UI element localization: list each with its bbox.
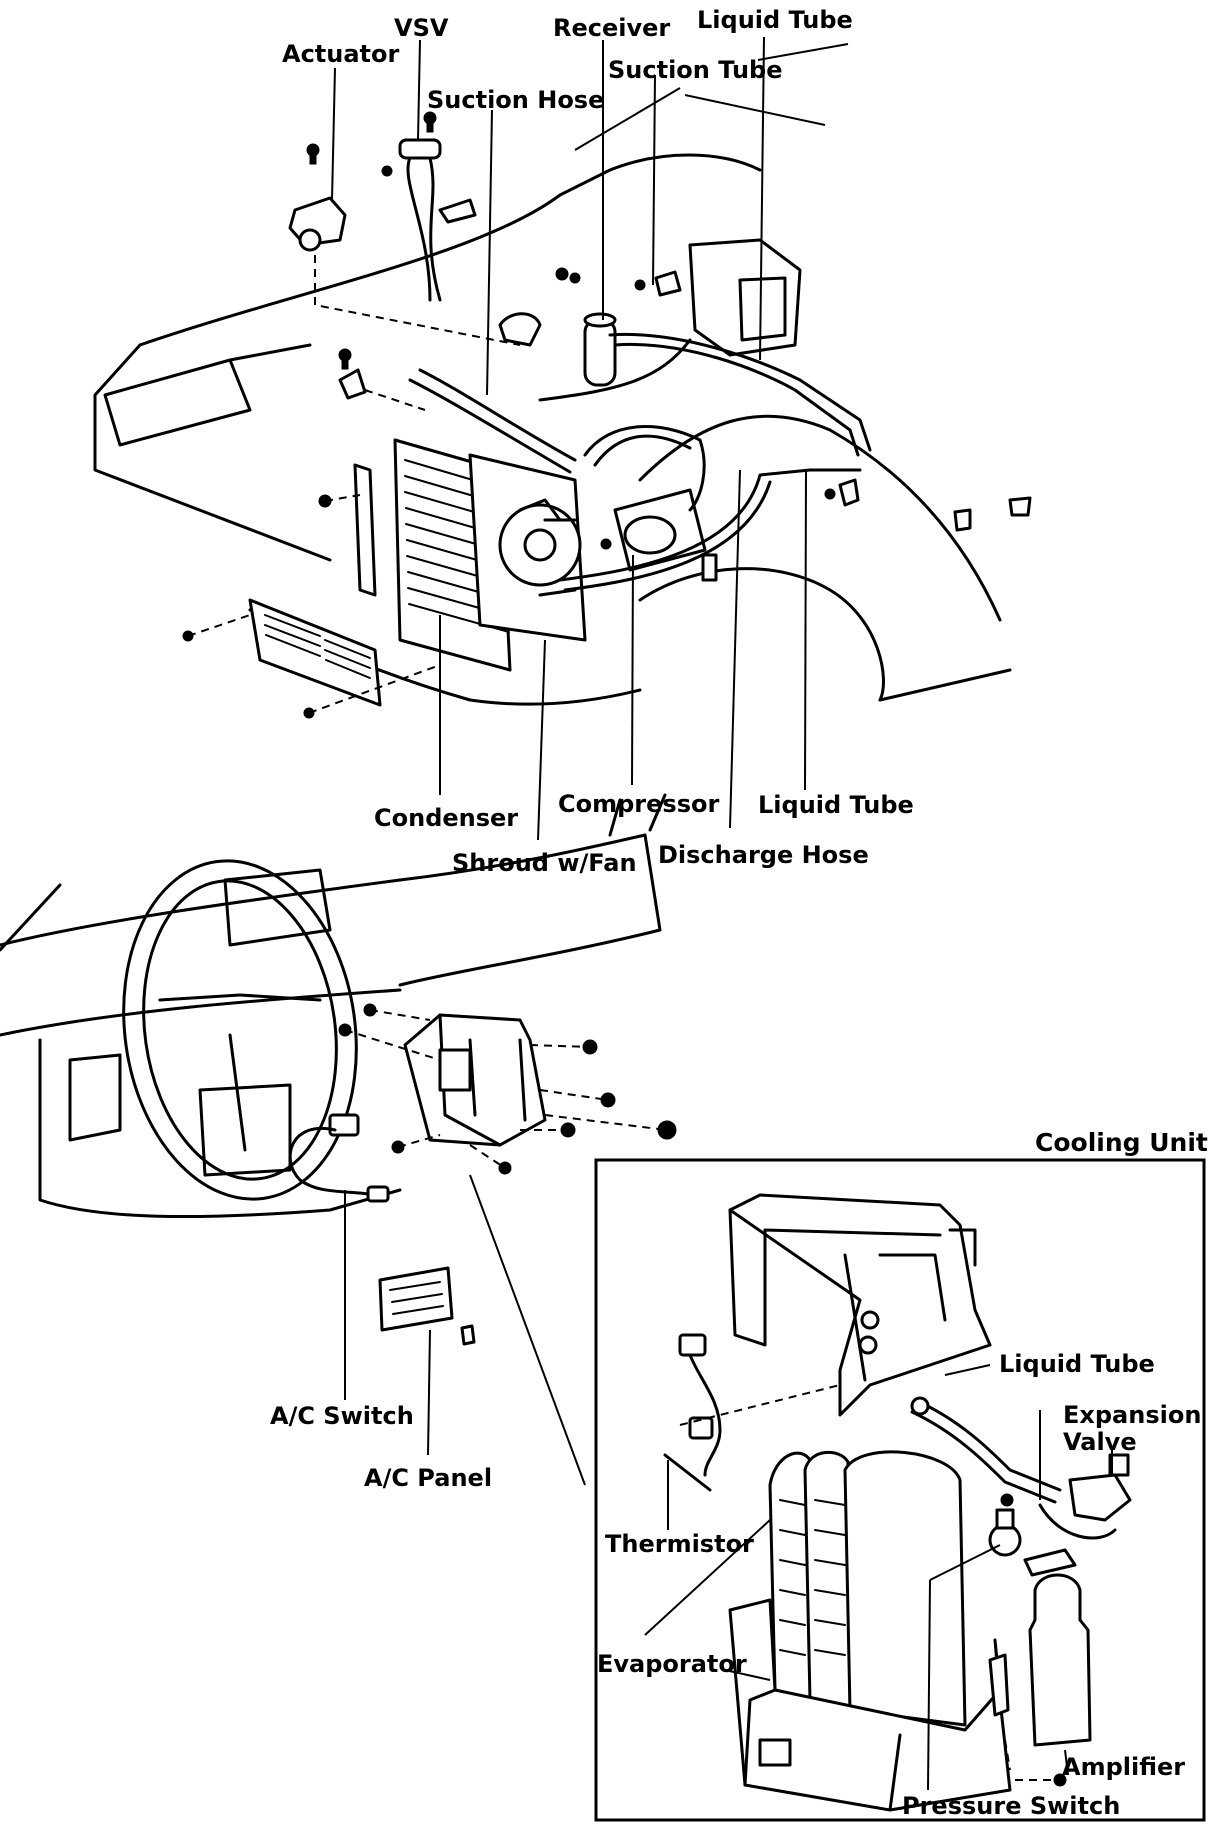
label-liquid-tube-bottom: Liquid Tube: [758, 791, 914, 819]
refrigerant-lines: [408, 332, 872, 597]
dashboard-body: [0, 793, 667, 1219]
leader-lines-top: [331, 36, 849, 841]
bolt-icon: [182, 111, 836, 719]
label-suction-tube: Suction Tube: [608, 56, 783, 84]
shroud-fan-part: [468, 453, 587, 642]
label-expansion-valve-2: Valve: [1063, 1428, 1137, 1456]
liquid-tube-unit-part: [910, 1396, 1062, 1504]
assembly-dashes-unit: [679, 1384, 1055, 1781]
label-ac-switch: A/C Switch: [270, 1402, 414, 1430]
label-receiver: Receiver: [553, 14, 671, 42]
ac-panel-part: [378, 1266, 476, 1346]
vsv-part: [398, 138, 442, 302]
grille-panel-part: [248, 598, 382, 707]
cooling-unit-lower-case: [728, 1598, 1012, 1812]
label-amplifier: Amplifier: [1062, 1753, 1186, 1781]
label-compressor: Compressor: [558, 790, 720, 818]
steering-wheel: [122, 859, 358, 1201]
receiver-part: [583, 312, 617, 387]
label-shroud-w-fan: Shroud w/Fan: [452, 849, 637, 877]
cowl-box-part: [688, 238, 802, 357]
leader-lines-unit: [644, 1364, 1113, 1791]
ac-switch-part: [288, 1113, 390, 1203]
leader-lines-mid: [344, 1174, 586, 1486]
label-thermistor: Thermistor: [605, 1530, 754, 1558]
label-cooling-unit: Cooling Unit: [1035, 1128, 1208, 1157]
label-actuator: Actuator: [282, 40, 400, 68]
dash-cooling-unit: [403, 1013, 547, 1147]
evaporator-part: [768, 1450, 967, 1727]
assembly-dashes-top: [187, 255, 521, 714]
amplifier-part: [988, 1573, 1092, 1787]
label-vsv: VSV: [394, 14, 449, 42]
label-liquid-tube-top: Liquid Tube: [697, 6, 853, 34]
compressor-part: [613, 488, 707, 572]
label-suction-hose: Suction Hose: [427, 86, 605, 114]
expansion-valve-part: [1038, 1453, 1132, 1540]
label-condenser: Condenser: [374, 804, 519, 832]
thermistor-part: [663, 1333, 722, 1492]
label-evaporator: Evaporator: [597, 1650, 747, 1678]
cooling-unit-frame: [594, 1158, 1206, 1822]
label-discharge-hose: Discharge Hose: [658, 841, 869, 869]
pressure-switch-part: [988, 1493, 1077, 1577]
assembly-dashes-mid: [344, 1009, 668, 1169]
cooling-unit-upper-case: [728, 1193, 992, 1417]
clip-icon: [338, 198, 1032, 582]
label-pressure-switch: Pressure Switch: [902, 1792, 1121, 1820]
actuator-part: [288, 196, 347, 252]
label-expansion-valve-1: Expansion: [1063, 1401, 1202, 1429]
label-liquid-tube-unit: Liquid Tube: [999, 1350, 1155, 1378]
label-ac-panel: A/C Panel: [364, 1464, 493, 1492]
